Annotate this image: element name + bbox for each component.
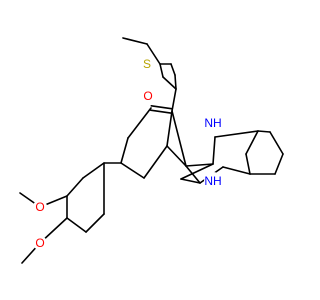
bond-Td-Te — [174, 74, 177, 90]
methoxy-oxygen-2-atom: O — [33, 236, 47, 250]
bond-CH2-Bf — [222, 166, 251, 175]
nh-upper-label: NH — [204, 116, 221, 130]
nh-lower-atom: NH — [204, 172, 222, 190]
bond-Ss-St — [180, 178, 201, 184]
methoxy-oxygen-1-label: O — [35, 200, 44, 214]
sulfur-atom: S — [140, 57, 154, 71]
bond-Te-C11 — [171, 88, 177, 112]
bond-St-Sq — [180, 163, 214, 180]
bond-Sq-Sr — [185, 163, 214, 167]
bond-Ta-Td — [170, 63, 176, 76]
double-bond-C1-C11 — [149, 109, 173, 114]
carbonyl-oxygen-atom: O — [141, 89, 155, 103]
bond-Ar5-Ar6 — [85, 213, 105, 233]
molecule-structure: S O NH NH O O — [19, 37, 284, 264]
bond-Ar4-Ar5 — [66, 217, 87, 233]
bond-Sq-CH1 — [212, 136, 216, 165]
bond-Bg-Bh — [245, 130, 259, 155]
nh-upper-atom: NH — [204, 114, 222, 132]
bond-Bf-Bg — [245, 153, 251, 175]
methoxy-oxygen-2-label: O — [35, 236, 44, 250]
bond-Ce-Tb — [146, 43, 161, 65]
methoxy-oxygen-1-atom: O — [33, 200, 47, 214]
bond-C11-Sr — [171, 110, 187, 167]
bond-C2-C3 — [120, 137, 129, 164]
bond-C11-Sp — [166, 110, 173, 147]
bond-Ar2-Ar3 — [66, 177, 84, 197]
sulfur-label: S — [143, 57, 151, 71]
bond-C4-Sp — [143, 145, 168, 179]
bond-Bh-Bc — [257, 130, 271, 133]
bond-Sr-Ss — [185, 165, 201, 184]
nh-lower-label: NH — [204, 174, 221, 188]
carbonyl-oxygen-label: O — [143, 89, 152, 103]
bond-Tc-Tb — [159, 63, 164, 78]
bond-Bc-Bd — [269, 131, 284, 155]
bond-Me-Ce — [122, 37, 148, 45]
double-bond-C1-C11 — [150, 105, 174, 110]
bond-C1-C2 — [127, 107, 152, 139]
bond-Bd-Be — [274, 153, 284, 175]
bond-Sp-Sr — [166, 145, 187, 167]
atom-labels-group: S O NH NH O O — [33, 57, 222, 250]
bond-Ar1-Ar2 — [82, 162, 105, 179]
bond-CH1-Bh — [214, 130, 259, 138]
bond-Te-Tc — [162, 76, 177, 90]
bonds-group — [19, 37, 284, 264]
bond-C3-C4 — [120, 162, 145, 179]
